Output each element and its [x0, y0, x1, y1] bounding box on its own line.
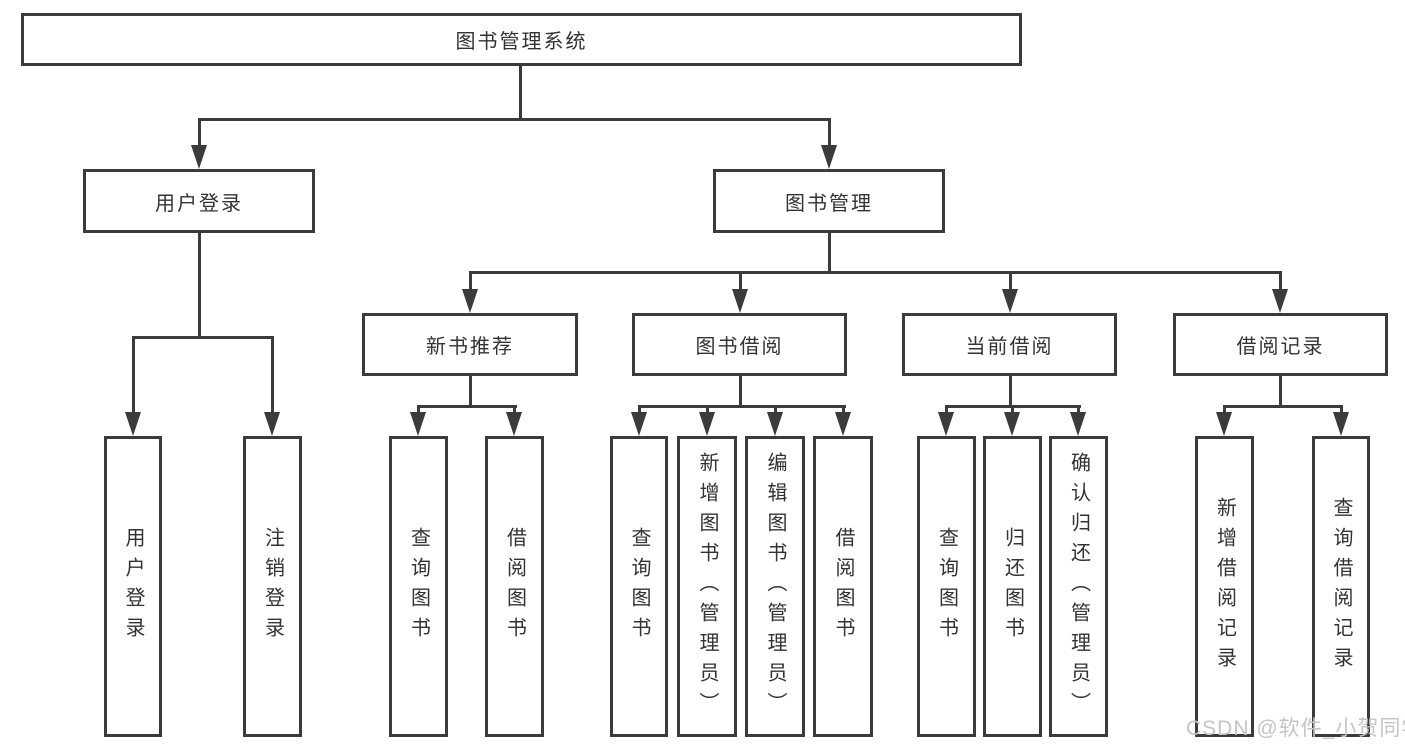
leaf-borrow-book: 借阅图书 — [813, 436, 873, 737]
connector-line — [638, 405, 641, 417]
leaf-edit-book-admin: 编辑图书（管理员） — [745, 436, 805, 737]
arrow-down-icon — [410, 412, 426, 436]
node-new-book-recommend: 新书推荐 — [362, 313, 578, 376]
node-user-login: 用户登录 — [83, 169, 315, 233]
connector-line — [945, 405, 948, 417]
connector-line — [513, 405, 516, 417]
connector-line — [1279, 376, 1282, 408]
connector-line — [828, 118, 831, 150]
arrow-down-icon — [125, 412, 141, 436]
connector-line — [132, 336, 274, 339]
arrow-down-icon — [938, 412, 954, 436]
arrow-down-icon — [1002, 289, 1018, 313]
leaf-add-borrow-record-label: 新增借阅记录 — [1213, 496, 1236, 677]
csdn-watermark: CSDN @软件_小贺同学 — [1186, 717, 1405, 740]
leaf-borrow-book-recommend: 借阅图书 — [485, 436, 544, 737]
node-user-login-label: 用户登录 — [155, 192, 243, 215]
node-root: 图书管理系统 — [21, 13, 1022, 66]
arrow-down-icon — [1216, 412, 1232, 436]
leaf-query-borrow-record-label: 查询借阅记录 — [1330, 496, 1352, 677]
arrow-down-icon — [264, 412, 280, 436]
connector-line — [198, 233, 201, 339]
arrow-down-icon — [767, 412, 783, 436]
leaf-query-book-borrow-label: 查询图书 — [628, 526, 650, 647]
arrow-down-icon — [732, 289, 748, 313]
leaf-edit-book-admin-label: 编辑图书（管理员） — [764, 451, 786, 722]
node-borrow-record: 借阅记录 — [1173, 313, 1388, 376]
connector-line — [1009, 376, 1012, 408]
leaf-query-borrow-record: 查询借阅记录 — [1312, 436, 1370, 737]
leaf-user-logout: 注销登录 — [243, 436, 302, 737]
connector-line — [739, 271, 742, 293]
connector-line — [1223, 405, 1226, 417]
leaf-query-book-recommend-label: 查询图书 — [407, 526, 430, 647]
arrow-down-icon — [462, 289, 478, 313]
connector-line — [132, 336, 135, 414]
leaf-query-book-borrow: 查询图书 — [610, 436, 668, 737]
connector-line — [706, 405, 709, 417]
connector-line — [739, 376, 742, 408]
leaf-borrow-book-recommend-label: 借阅图书 — [503, 526, 526, 647]
arrow-down-icon — [1272, 289, 1288, 313]
connector-line — [1223, 405, 1343, 408]
leaf-user-logout-label: 注销登录 — [261, 526, 284, 647]
arrow-down-icon — [699, 412, 715, 436]
leaf-confirm-return-admin-label: 确认归还（管理员） — [1067, 451, 1090, 722]
node-root-label: 图书管理系统 — [455, 31, 588, 53]
leaf-add-book-admin: 新增图书（管理员） — [677, 436, 737, 737]
arrow-down-icon — [821, 145, 837, 169]
node-book-management-label: 图书管理 — [785, 192, 873, 215]
leaf-query-book-current: 查询图书 — [917, 436, 976, 737]
connector-line — [1077, 405, 1080, 417]
arrow-down-icon — [506, 412, 522, 436]
leaf-borrow-book-label: 借阅图书 — [832, 526, 854, 647]
connector-line — [1011, 405, 1014, 417]
leaf-query-book-current-label: 查询图书 — [935, 526, 958, 647]
leaf-add-book-admin-label: 新增图书（管理员） — [696, 451, 718, 722]
leaf-return-book: 归还图书 — [983, 436, 1042, 737]
leaf-user-login-label: 用户登录 — [122, 526, 144, 647]
connector-line — [271, 336, 274, 414]
arrow-down-icon — [1070, 412, 1086, 436]
connector-line — [198, 118, 201, 150]
connector-line — [828, 233, 831, 274]
node-book-management: 图书管理 — [713, 169, 945, 233]
node-current-borrow: 当前借阅 — [902, 313, 1117, 376]
connector-line — [519, 66, 522, 120]
connector-line — [469, 376, 472, 408]
connector-line — [469, 271, 472, 293]
arrow-down-icon — [191, 145, 207, 169]
connector-line — [638, 405, 846, 408]
arrow-down-icon — [631, 412, 647, 436]
connector-line — [417, 405, 517, 408]
node-current-borrow-label: 当前借阅 — [965, 336, 1054, 358]
arrow-down-icon — [1004, 412, 1020, 436]
connector-line — [774, 405, 777, 417]
leaf-add-borrow-record: 新增借阅记录 — [1195, 436, 1254, 737]
leaf-user-login: 用户登录 — [104, 436, 162, 737]
node-book-borrow-label: 图书借阅 — [695, 336, 784, 358]
connector-line — [842, 405, 845, 417]
connector-line — [1340, 405, 1343, 417]
connector-line — [1009, 271, 1012, 293]
node-new-book-recommend-label: 新书推荐 — [426, 336, 514, 358]
connector-line — [1279, 271, 1282, 293]
node-borrow-record-label: 借阅记录 — [1236, 336, 1325, 358]
connector-line — [469, 271, 1282, 274]
leaf-confirm-return-admin: 确认归还（管理员） — [1049, 436, 1108, 737]
leaf-return-book-label: 归还图书 — [1001, 526, 1024, 647]
node-book-borrow: 图书借阅 — [632, 313, 847, 376]
connector-line — [198, 118, 831, 121]
arrow-down-icon — [835, 412, 851, 436]
arrow-down-icon — [1333, 412, 1349, 436]
connector-line — [417, 405, 420, 417]
leaf-query-book-recommend: 查询图书 — [389, 436, 448, 737]
